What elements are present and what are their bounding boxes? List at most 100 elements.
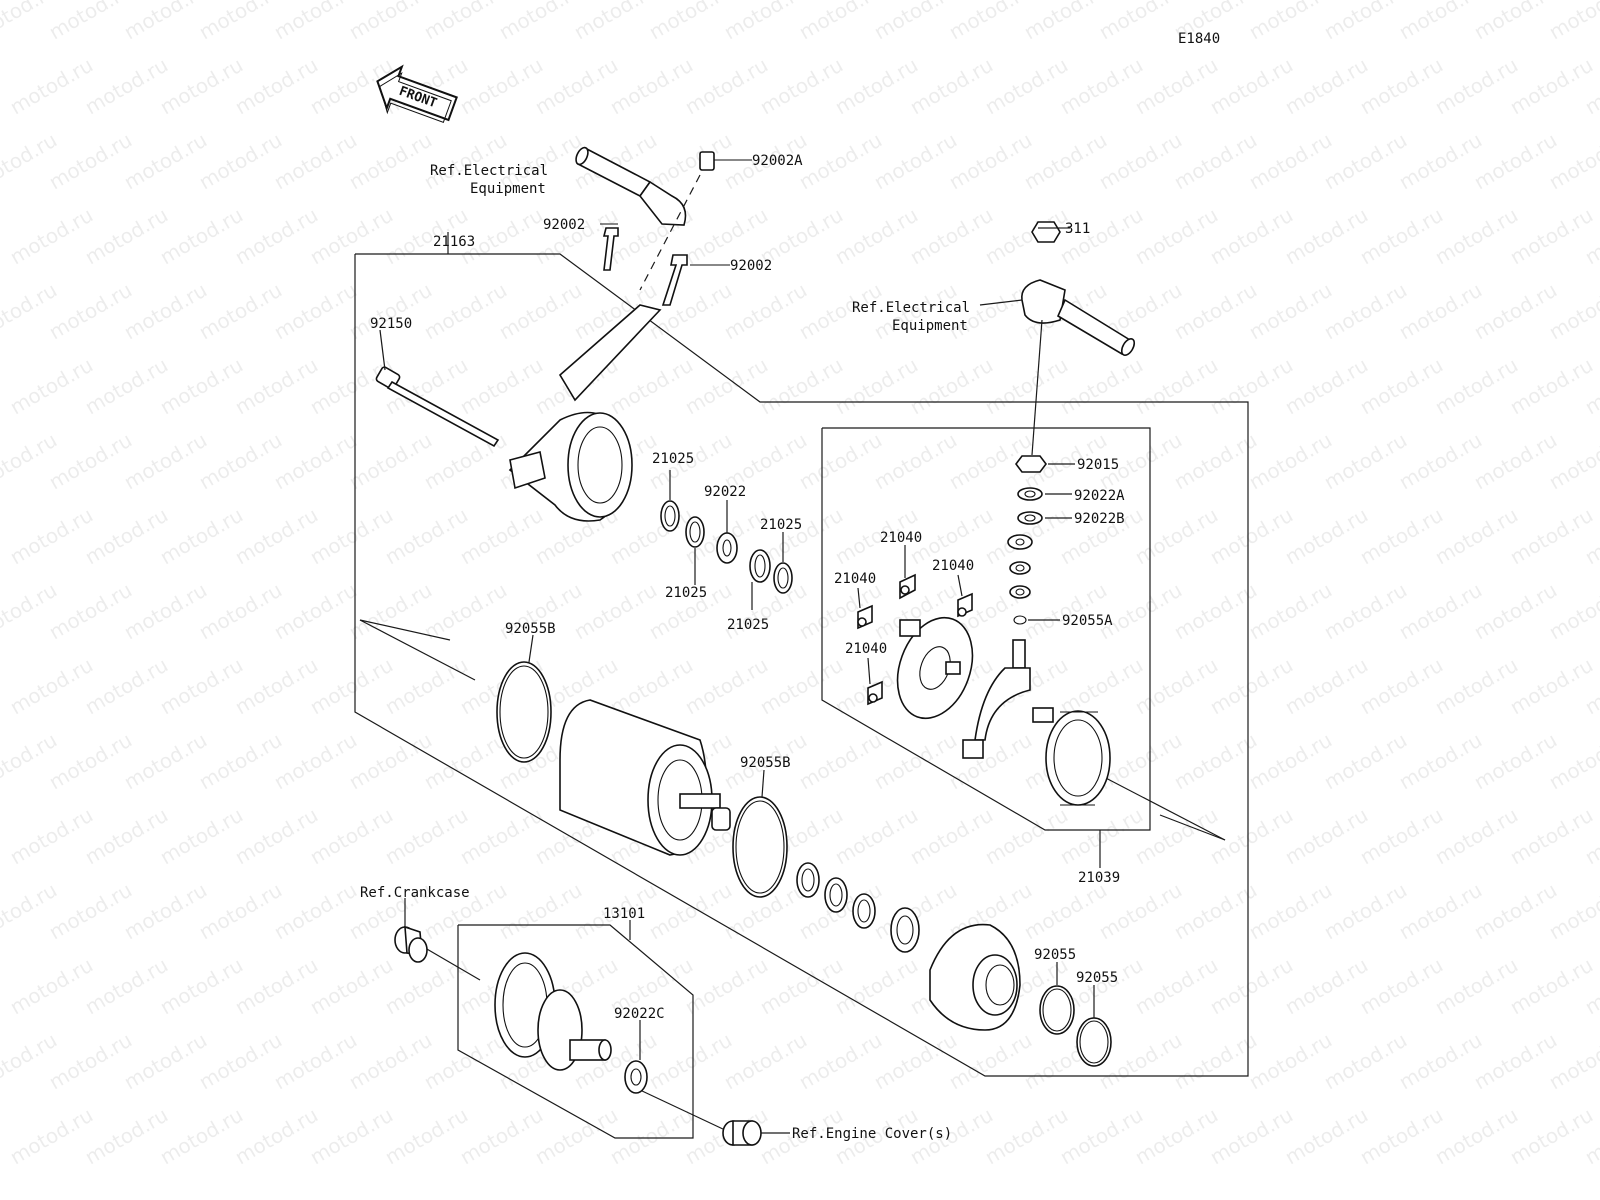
watermark-text: motod.ru xyxy=(195,728,286,795)
watermark-text: motod.ru xyxy=(1056,353,1147,420)
watermark-text: motod.ru xyxy=(1395,1028,1486,1095)
watermark-text: motod.ru xyxy=(1395,278,1486,345)
watermark-text: motod.ru xyxy=(870,128,961,195)
o-ring-92055-1-icon xyxy=(1039,985,1075,1035)
watermark-text: motod.ru xyxy=(606,353,697,420)
watermark-text: motod.ru xyxy=(156,953,247,1020)
watermark-text: motod.ru xyxy=(1431,53,1522,120)
watermark-text: motod.ru xyxy=(945,728,1036,795)
front-arrow-icon: FRONT xyxy=(376,64,458,123)
watermark-text: motod.ru xyxy=(831,953,922,1020)
watermark-text: motod.ru xyxy=(45,1028,136,1095)
watermark-text: motod.ru xyxy=(1245,128,1336,195)
label-92055-1: 92055 xyxy=(1034,947,1076,963)
watermark-text: motod.ru xyxy=(156,503,247,570)
watermark-text: motod.ru xyxy=(1170,128,1261,195)
label-ref-electrical-1b: Equipment xyxy=(470,181,546,197)
watermark-text: motod.ru xyxy=(1245,428,1336,495)
watermark-text: motod.ru xyxy=(45,428,136,495)
watermark-text: motod.ru xyxy=(270,578,361,645)
watermark-text: motod.ru xyxy=(195,578,286,645)
label-92002-1: 92002 xyxy=(543,217,585,233)
bolt-92002-1-icon xyxy=(600,223,619,271)
watermark-text: motod.ru xyxy=(831,353,922,420)
watermark-text: motod.ru xyxy=(831,803,922,870)
watermark-text: motod.ru xyxy=(1281,203,1372,270)
o-ring-inner xyxy=(499,665,549,759)
watermark-text: motod.ru xyxy=(906,53,997,120)
watermark-text: motod.ru xyxy=(495,278,586,345)
gear-housing-icon xyxy=(929,923,1021,1031)
watermark-text: motod.ru xyxy=(1506,353,1597,420)
watermark-text: motod.ru xyxy=(1506,203,1597,270)
watermark-text: motod.ru xyxy=(6,653,97,720)
watermark-text: motod.ru xyxy=(1356,503,1447,570)
watermark-text: motod.ru xyxy=(6,803,97,870)
axis-line xyxy=(359,619,451,641)
watermark-text: motod.ru xyxy=(6,203,97,270)
watermark-text: motod.ru xyxy=(1356,203,1447,270)
watermark-text: motod.ru xyxy=(681,653,772,720)
watermark-text: motod.ru xyxy=(720,1028,811,1095)
watermark-text: motod.ru xyxy=(531,1103,622,1170)
label-92022: 92022 xyxy=(704,484,746,500)
watermark-text: motod.ru xyxy=(270,128,361,195)
watermark-text: motod.ru xyxy=(906,353,997,420)
watermark-text: motod.ru xyxy=(606,53,697,120)
watermark-text: motod.ru xyxy=(1281,503,1372,570)
watermark-text: motod.ru xyxy=(81,803,172,870)
watermark-text: motod.ru xyxy=(1320,878,1411,945)
watermark-text: motod.ru xyxy=(1320,578,1411,645)
watermark-text: motod.ru xyxy=(345,1028,436,1095)
label-92022A: 92022A xyxy=(1074,488,1125,504)
watermark-text: motod.ru xyxy=(120,878,211,945)
label-21025-4: 21025 xyxy=(727,617,769,633)
watermark-text: motod.ru xyxy=(420,728,511,795)
watermark-text: motod.ru xyxy=(1320,428,1411,495)
label-21163: 21163 xyxy=(433,234,475,250)
watermark-text: motod.ru xyxy=(1431,1103,1522,1170)
watermark-text: motod.ru xyxy=(1506,803,1597,870)
watermark-text: motod.ru xyxy=(1281,953,1372,1020)
watermark-text: motod.ru xyxy=(456,1103,547,1170)
watermark-text: motod.ru xyxy=(1470,1028,1561,1095)
watermark-text: motod.ru xyxy=(945,128,1036,195)
watermark-text: motod.ru xyxy=(1206,353,1297,420)
watermark-text: motod.ru xyxy=(231,353,322,420)
watermark-text: motod.ru xyxy=(45,878,136,945)
watermark-text: motod.ru xyxy=(345,128,436,195)
watermark-text: motod.ru xyxy=(81,353,172,420)
watermark-text: motod.ru xyxy=(495,878,586,945)
watermark-text: motod.ru xyxy=(1395,728,1486,795)
watermark-text: motod.ru xyxy=(231,203,322,270)
watermark-text: motod.ru xyxy=(231,953,322,1020)
watermark-text: motod.ru xyxy=(1206,503,1297,570)
watermark-text: motod.ru xyxy=(81,203,172,270)
watermark-text: motod.ru xyxy=(645,128,736,195)
brush-holder-plate-icon xyxy=(896,616,974,720)
watermark-text: motod.ru xyxy=(231,653,322,720)
watermark-text: motod.ru xyxy=(456,53,547,120)
watermark-text: motod.ru xyxy=(195,278,286,345)
watermark-text: motod.ru xyxy=(1095,578,1186,645)
watermark-text: motod.ru xyxy=(1506,953,1597,1020)
watermark-text: motod.ru xyxy=(1356,953,1447,1020)
watermark-text: motod.ru xyxy=(420,278,511,345)
watermark-text: motod.ru xyxy=(1395,428,1486,495)
watermark-text: motod.ru xyxy=(1131,803,1222,870)
watermark-text: motod.ru xyxy=(1506,1103,1597,1170)
watermark-text: motod.ru xyxy=(381,653,472,720)
watermark-text: motod.ru xyxy=(1206,953,1297,1020)
watermark-text: motod.ru xyxy=(1206,203,1297,270)
watermark-text: motod.ru xyxy=(681,953,772,1020)
watermark-text: motod.ru xyxy=(381,803,472,870)
axis-line xyxy=(1159,814,1226,841)
watermark-text: motod.ru xyxy=(270,278,361,345)
watermark-text: motod.ru xyxy=(81,653,172,720)
watermark-text: motod.ru xyxy=(1245,878,1336,945)
watermark-text: motod.ru xyxy=(870,1028,961,1095)
starter-end-cover-icon xyxy=(508,304,662,522)
watermark-text: motod.ru xyxy=(156,353,247,420)
watermark-text: motod.ru xyxy=(1506,53,1597,120)
watermark-text: motod.ru xyxy=(795,428,886,495)
